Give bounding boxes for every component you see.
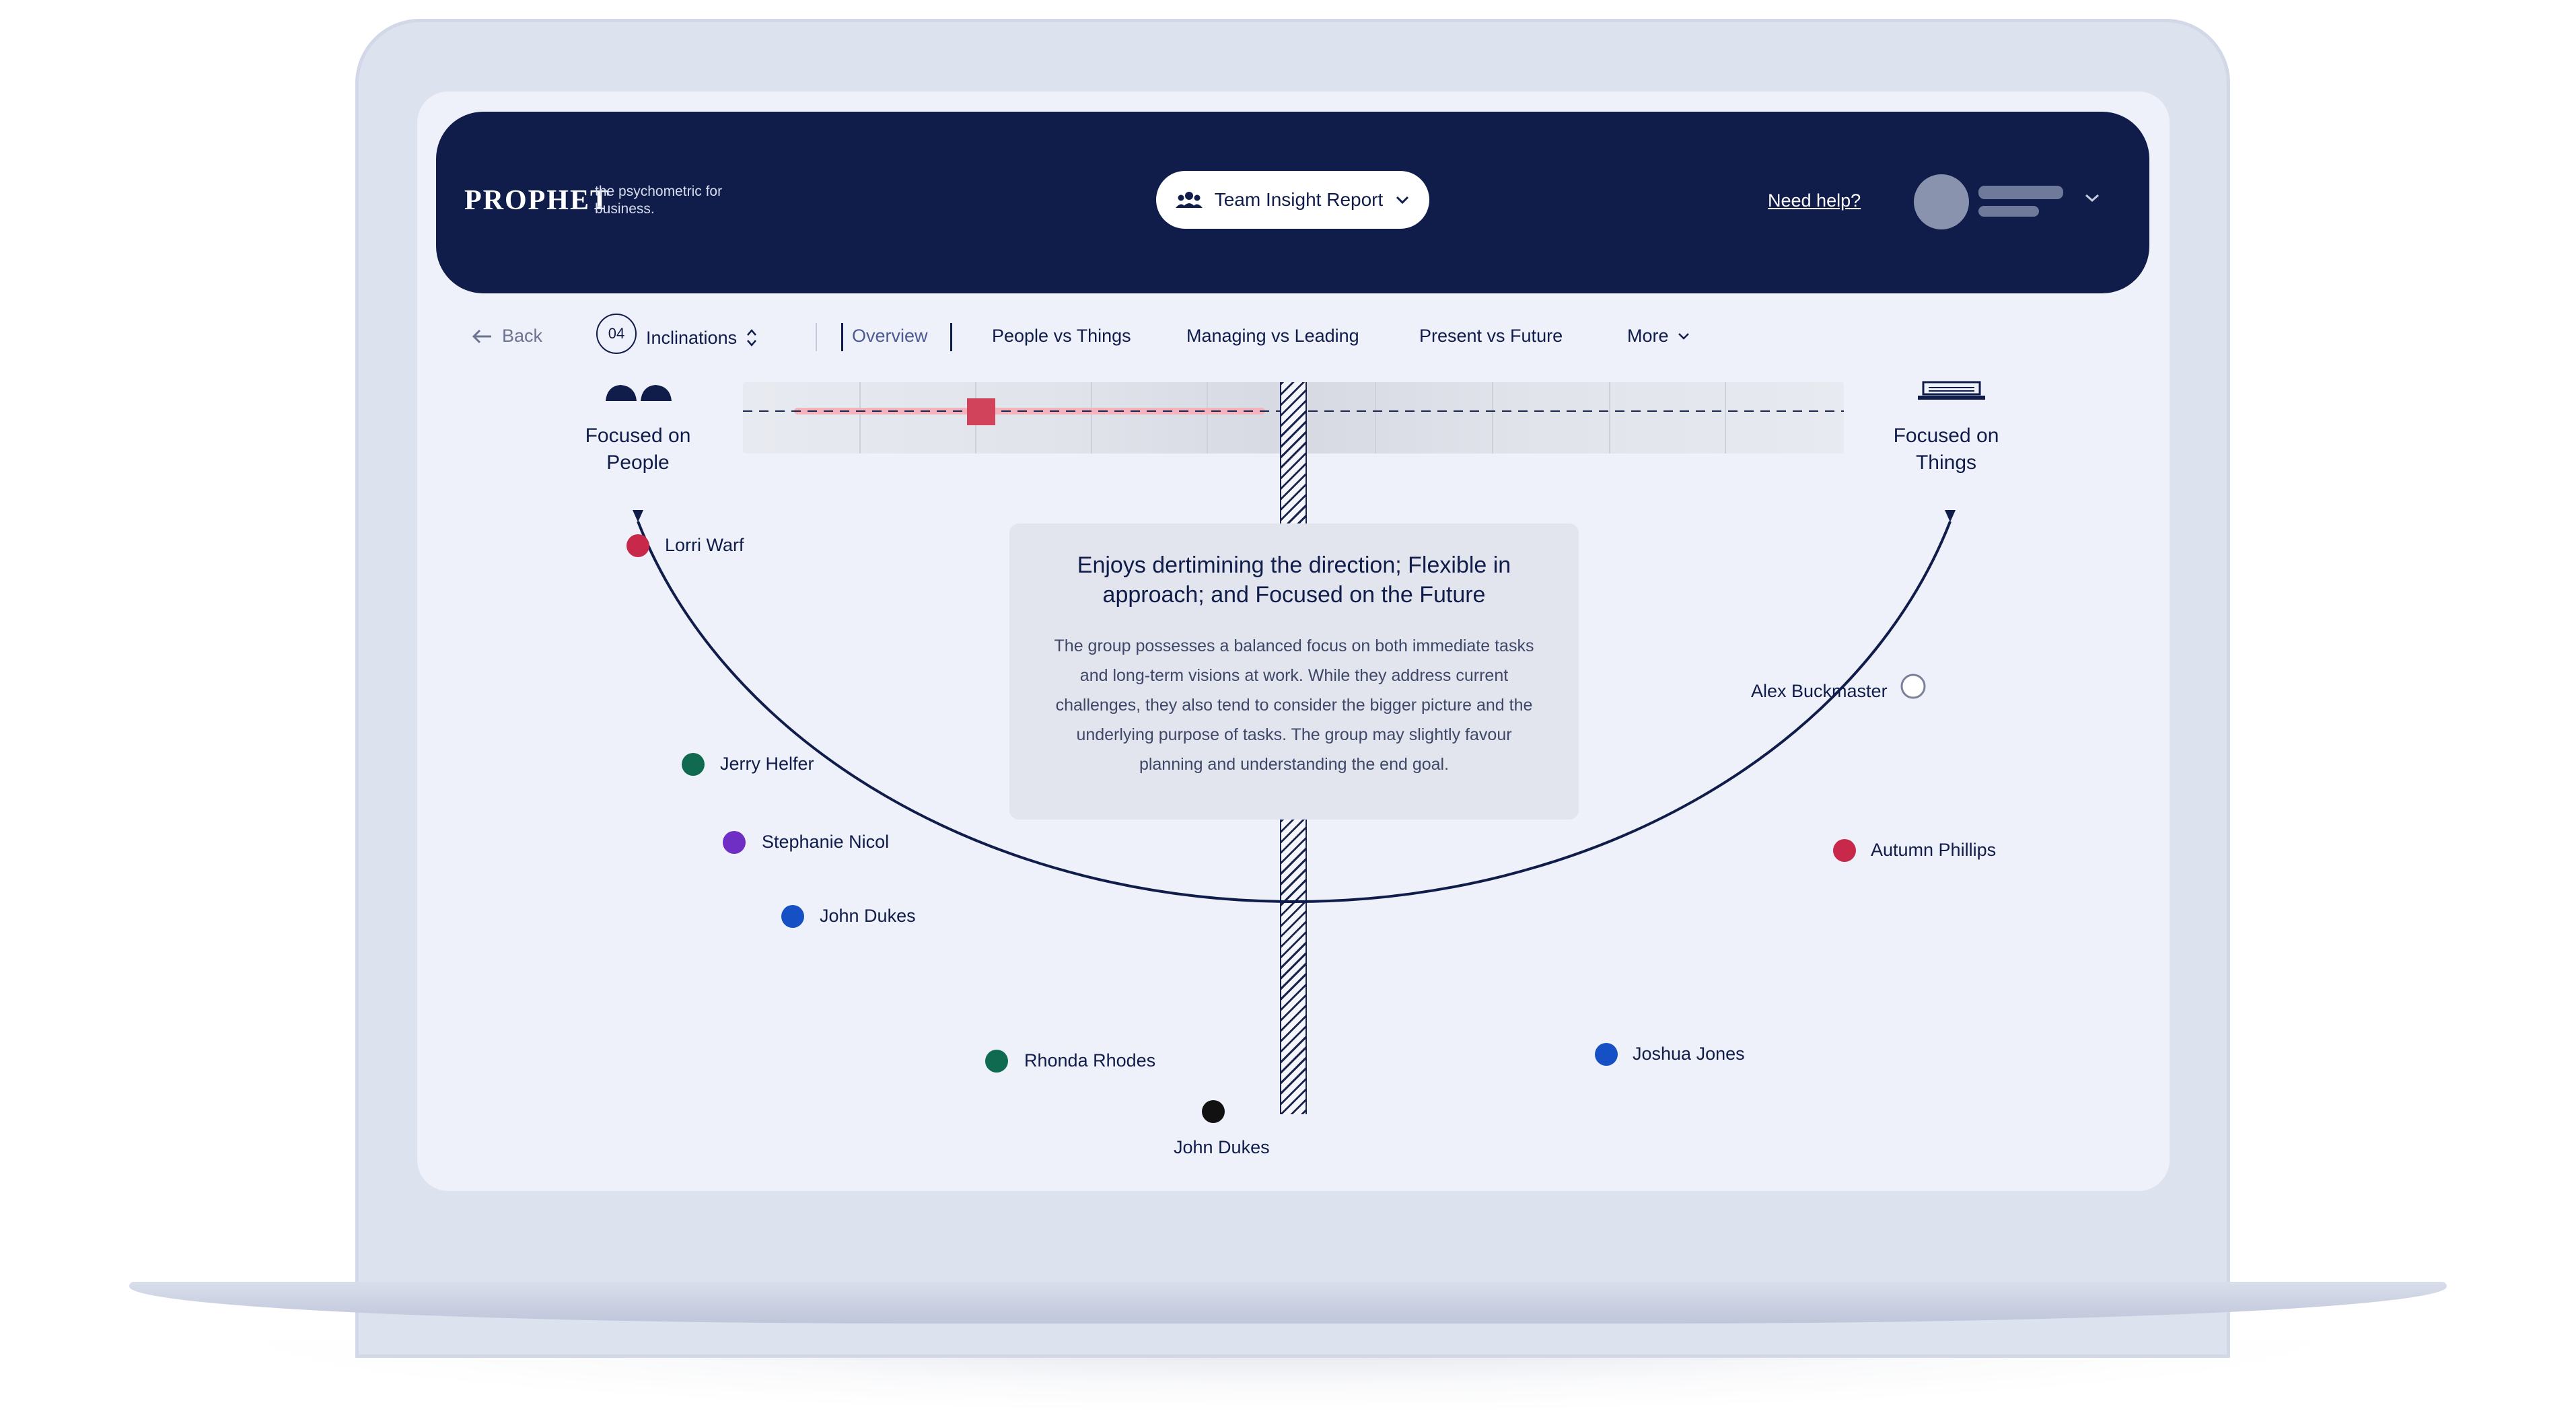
report-selector-label: Team Insight Report — [1214, 189, 1384, 210]
report-selector-button[interactable]: Team Insight Report — [1156, 171, 1429, 229]
active-tab-marker-left — [841, 323, 843, 351]
chevron-updown-icon — [747, 329, 757, 347]
nav-divider — [816, 323, 817, 351]
person-label: Autumn Phillips — [1871, 840, 1997, 860]
person-dot[interactable] — [1900, 674, 1926, 699]
strip-overlay — [743, 382, 1844, 454]
insight-title: Enjoys dertimining the direction; Flexib… — [1077, 552, 1511, 608]
arrow-left-icon — [472, 329, 491, 343]
arc-line — [637, 521, 1952, 904]
person-dot[interactable] — [682, 753, 705, 776]
insight-description: The group possesses a balanced focus on … — [1054, 637, 1534, 774]
active-tab-marker-right — [950, 323, 952, 351]
person-dot[interactable] — [627, 534, 649, 557]
right-axis-label: Focused on Things — [1893, 425, 1999, 474]
person-dot[interactable] — [723, 831, 746, 854]
person-dot[interactable] — [1202, 1100, 1225, 1123]
tab-people-vs-things[interactable]: People vs Things — [992, 326, 1131, 346]
back-label: Back — [502, 326, 543, 346]
person-label: Jerry Helfer — [720, 754, 814, 774]
person-dot[interactable] — [781, 905, 804, 928]
team-icon — [1175, 192, 1203, 208]
chevron-down-icon — [1396, 196, 1409, 205]
left-axis-label: Focused on People — [585, 425, 691, 474]
brand-tagline: the psychometric for business. — [595, 184, 723, 217]
person-label: Alex Buckmaster — [1751, 681, 1888, 701]
chevron-down-icon — [1678, 332, 1689, 340]
role-placeholder — [1978, 206, 2039, 217]
slider-handle[interactable] — [967, 398, 995, 425]
section-selector[interactable]: Inclinations — [646, 326, 758, 350]
section-number-badge: 04 — [596, 314, 637, 354]
range-bar — [794, 408, 1265, 414]
person-dot[interactable] — [1595, 1043, 1618, 1066]
person-label: John Dukes — [1174, 1137, 1270, 1157]
more-tabs-dropdown[interactable]: More — [1627, 326, 1690, 347]
tab-present-vs-future[interactable]: Present vs Future — [1419, 326, 1563, 346]
person-dot[interactable] — [985, 1050, 1008, 1073]
laptop-icon — [1918, 381, 1985, 400]
more-label: More — [1627, 326, 1669, 346]
user-menu-chevron-icon[interactable] — [2083, 192, 2101, 203]
tab-managing-vs-leading[interactable]: Managing vs Leading — [1186, 326, 1359, 346]
arc-end-marker-right — [1945, 510, 1956, 522]
arc-end-marker-left — [633, 510, 643, 522]
back-button[interactable]: Back — [471, 326, 542, 347]
avatar[interactable] — [1914, 174, 1969, 229]
center-divider-bottom — [1280, 820, 1307, 1114]
section-label: Inclinations — [646, 327, 738, 348]
people-icon — [606, 385, 672, 401]
insight-card: Enjoys dertimining the direction; Flexib… — [1009, 523, 1579, 820]
need-help-link[interactable]: Need help? — [1768, 190, 1861, 211]
person-label: Lorri Warf — [665, 535, 744, 555]
person-label: Stephanie Nicol — [762, 832, 890, 852]
laptop-base — [129, 1282, 2447, 1324]
tab-overview[interactable]: Overview — [852, 326, 928, 346]
prophet-logo[interactable]: PROPHET — [464, 185, 611, 216]
person-label: John Dukes — [820, 906, 916, 926]
username-placeholder — [1978, 186, 2063, 199]
person-label: Rhonda Rhodes — [1024, 1050, 1156, 1071]
person-label: Joshua Jones — [1633, 1044, 1745, 1064]
center-divider-top — [1280, 382, 1307, 523]
person-dot[interactable] — [1833, 839, 1856, 862]
